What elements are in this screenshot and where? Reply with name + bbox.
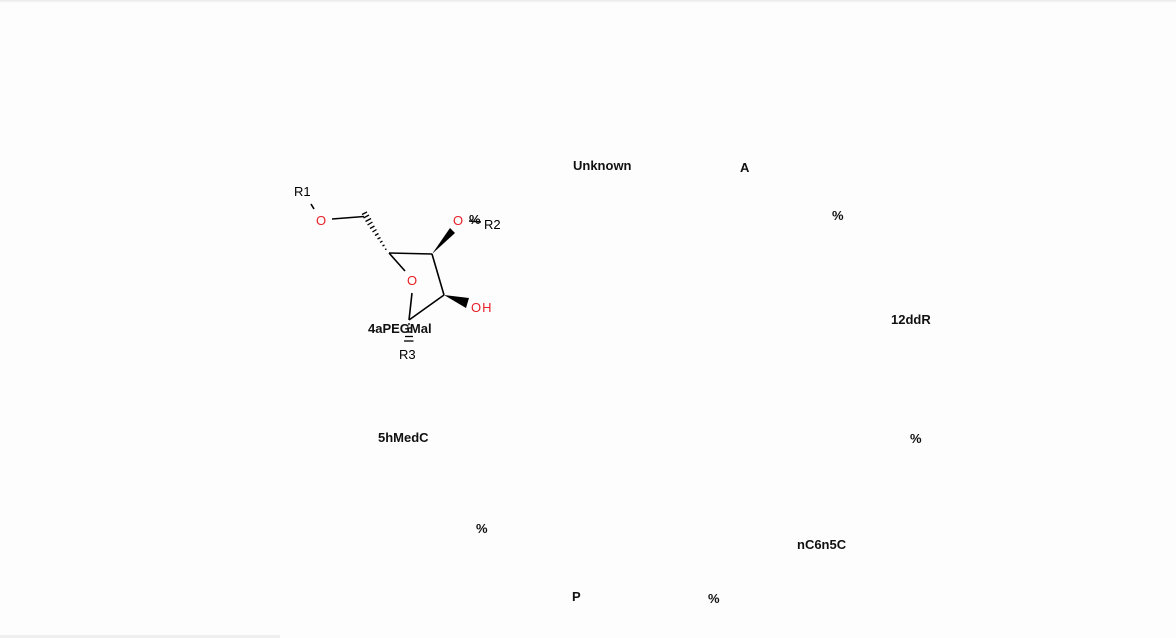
hash-line (369, 225, 375, 230)
bond-c4-o-ring (388, 252, 406, 272)
label-percent-1: % (832, 208, 844, 223)
label-percent-2: % (910, 431, 922, 446)
atom-o-r1: O (316, 213, 326, 228)
bottom-edge-strip (0, 635, 280, 638)
atom-r1: R1 (294, 184, 311, 199)
label-5hmedc: 5hMedC (378, 430, 429, 445)
wedge-c3-o (432, 228, 455, 254)
hash-line (384, 248, 387, 251)
hash-line (365, 217, 372, 223)
atom-r2: R2 (484, 217, 501, 232)
atom-r3: R3 (399, 347, 416, 362)
bond-lines (310, 203, 482, 321)
label-percent-4: % (708, 591, 720, 606)
bond-r1-o (310, 203, 315, 210)
atom-o-r2: O (453, 213, 463, 228)
wedge-c2-oh (444, 295, 469, 308)
label-unknown: Unknown (573, 158, 632, 173)
bond-c3-c2 (431, 253, 445, 296)
bond-o-ch2 (331, 215, 365, 220)
label-p: P (572, 589, 581, 604)
atom-o-ring: O (407, 273, 417, 288)
hash-line (363, 214, 370, 219)
bond-c2-c1 (408, 294, 445, 321)
hash-line (374, 232, 379, 237)
label-4apegmal: 4aPEGMal (368, 321, 432, 336)
label-12ddr: 12ddR (891, 312, 931, 327)
hashed-wedge-c1-r3 (404, 323, 414, 342)
label-percent-3: % (476, 521, 488, 536)
hashed-wedge-c4-ch2 (361, 211, 387, 251)
label-nc6n5c: nC6n5C (797, 537, 847, 552)
hash-line (367, 221, 373, 226)
bond-o-r2 (468, 220, 482, 223)
label-a: A (740, 160, 750, 175)
bond-c1-o-ring (408, 292, 413, 321)
label-percent-r2: % (469, 212, 481, 227)
top-edge-shadow (0, 0, 1176, 3)
hash-line (361, 211, 368, 216)
hash-line (377, 236, 381, 240)
bond-c4-c3 (388, 252, 433, 255)
hash-line (372, 228, 377, 233)
hash-line (379, 240, 383, 244)
atom-oh: OH (471, 300, 493, 315)
hash-line (382, 244, 385, 247)
